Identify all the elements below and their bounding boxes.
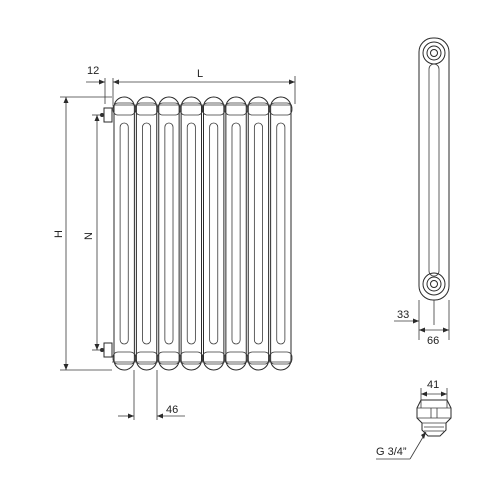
radiator-column (179, 96, 203, 371)
radiator-column (224, 96, 248, 371)
radiator-column (112, 96, 136, 371)
thread-label: G 3/4” (376, 446, 407, 458)
radiator-column (246, 96, 271, 371)
side-profile-slot (428, 63, 440, 277)
pipe-fitting (416, 399, 452, 437)
connection-detail: 41 G 3/4” (376, 379, 452, 460)
dim-side-depth-label: 66 (427, 335, 439, 347)
dim-side-offset-33: 33 (394, 300, 435, 340)
dim-offset-12: 12 (86, 65, 119, 104)
dim-side-depth-66: 66 (419, 300, 450, 347)
side-bottom-nipple (422, 272, 446, 296)
dim-height-H: H (53, 96, 112, 371)
front-view: 12 L H N (53, 65, 296, 420)
side-profile-outer (418, 37, 450, 301)
dim-spacing-46: 46 (118, 370, 185, 420)
radiator-column (269, 96, 293, 371)
dim-axis-N: N (83, 114, 104, 351)
radiator-columns (112, 96, 293, 371)
dim-axis-label: N (83, 232, 95, 240)
dim-height-label: H (53, 230, 65, 238)
dim-side-offset-label: 33 (397, 309, 409, 321)
radiator-column (134, 96, 159, 371)
dim-length-label: L (197, 68, 203, 80)
side-view: 33 66 (394, 37, 450, 347)
dim-fitting-width-label: 41 (427, 379, 439, 391)
side-top-nipple (422, 41, 446, 65)
radiator-column (202, 96, 226, 371)
dim-length-L: L (113, 68, 296, 104)
radiator-column (157, 96, 181, 371)
dim-spacing-label: 46 (166, 404, 178, 416)
dim-fitting-width-41: 41 (420, 379, 448, 400)
thread-leader: G 3/4” (376, 431, 427, 460)
dim-offset-label: 12 (87, 65, 99, 77)
